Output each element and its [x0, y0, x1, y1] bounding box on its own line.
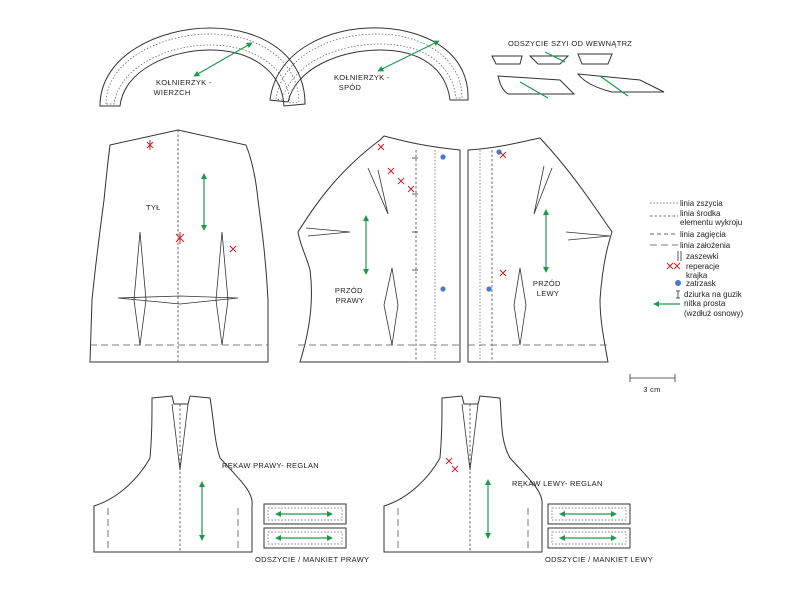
collar-bottom-label: KOŁNIERZYK - SPÓD [334, 73, 392, 92]
svg-text:3 cm: 3 cm [643, 385, 660, 394]
front-right-label: PRZÓD PRAWY [335, 286, 365, 305]
scale-bar: 3 cm [629, 374, 676, 394]
svg-text:krajka: krajka [686, 271, 708, 280]
svg-text:linia zszycia: linia zszycia [680, 199, 723, 208]
sleeve-left-piece: RĘKAW LEWY- REGLAN [383, 395, 603, 553]
svg-text:zaszewki: zaszewki [686, 252, 719, 261]
cuff-left-label: ODSZYCIE / MANKIET LEWY [545, 555, 653, 564]
sleeve-right-label: RĘKAW PRAWY- REGLAN [222, 461, 319, 470]
svg-text:reperacje: reperacje [686, 262, 720, 271]
back-label: TYŁ [146, 203, 161, 212]
svg-text:linia zagięcia: linia zagięcia [680, 230, 726, 239]
grain-arrow [377, 40, 440, 72]
facings-label: ODSZYCIE SZYI OD WEWNĄTRZ [508, 39, 632, 48]
collar-top-label: KOŁNIERZYK - WIERZCH [153, 78, 214, 97]
cuff-right-label: ODSZYCIE / MANKIET PRAWY [255, 555, 369, 564]
svg-text:dziurka na guzik: dziurka na guzik [684, 290, 743, 299]
sleeve-right-piece: RĘKAW PRAWY- REGLAN [93, 395, 319, 553]
grain-arrow [193, 42, 253, 77]
svg-text:zatrzask: zatrzask [686, 279, 717, 288]
front-left-piece: PRZÓD LEWY [467, 137, 613, 363]
front-left-label: PRZÓD LEWY [533, 279, 563, 298]
svg-text:(wzdłuż osnowy): (wzdłuż osnowy) [684, 309, 743, 318]
svg-text:linia założenia: linia założenia [680, 241, 731, 250]
legend: linia zszycia linia środka elementu wykr… [650, 199, 743, 318]
neck-facings: ODSZYCIE SZYI OD WEWNĄTRZ [491, 39, 665, 99]
svg-text:nitka prosta: nitka prosta [684, 299, 726, 308]
back-piece: TYŁ [89, 129, 269, 363]
sleeve-left-label: RĘKAW LEWY- REGLAN [512, 479, 603, 488]
collar-top-piece: KOŁNIERZYK - WIERZCH [99, 27, 306, 107]
front-right-piece: PRZÓD PRAWY [297, 135, 461, 363]
svg-text:linia środka elementu wy: linia środka elementu wykroju [680, 209, 742, 227]
buttonholes [412, 157, 418, 271]
cuff-right: ODSZYCIE / MANKIET PRAWY [255, 503, 369, 564]
cuff-left: ODSZYCIE / MANKIET LEWY [545, 503, 653, 564]
collar-bottom-piece: KOŁNIERZYK - SPÓD [269, 27, 469, 103]
